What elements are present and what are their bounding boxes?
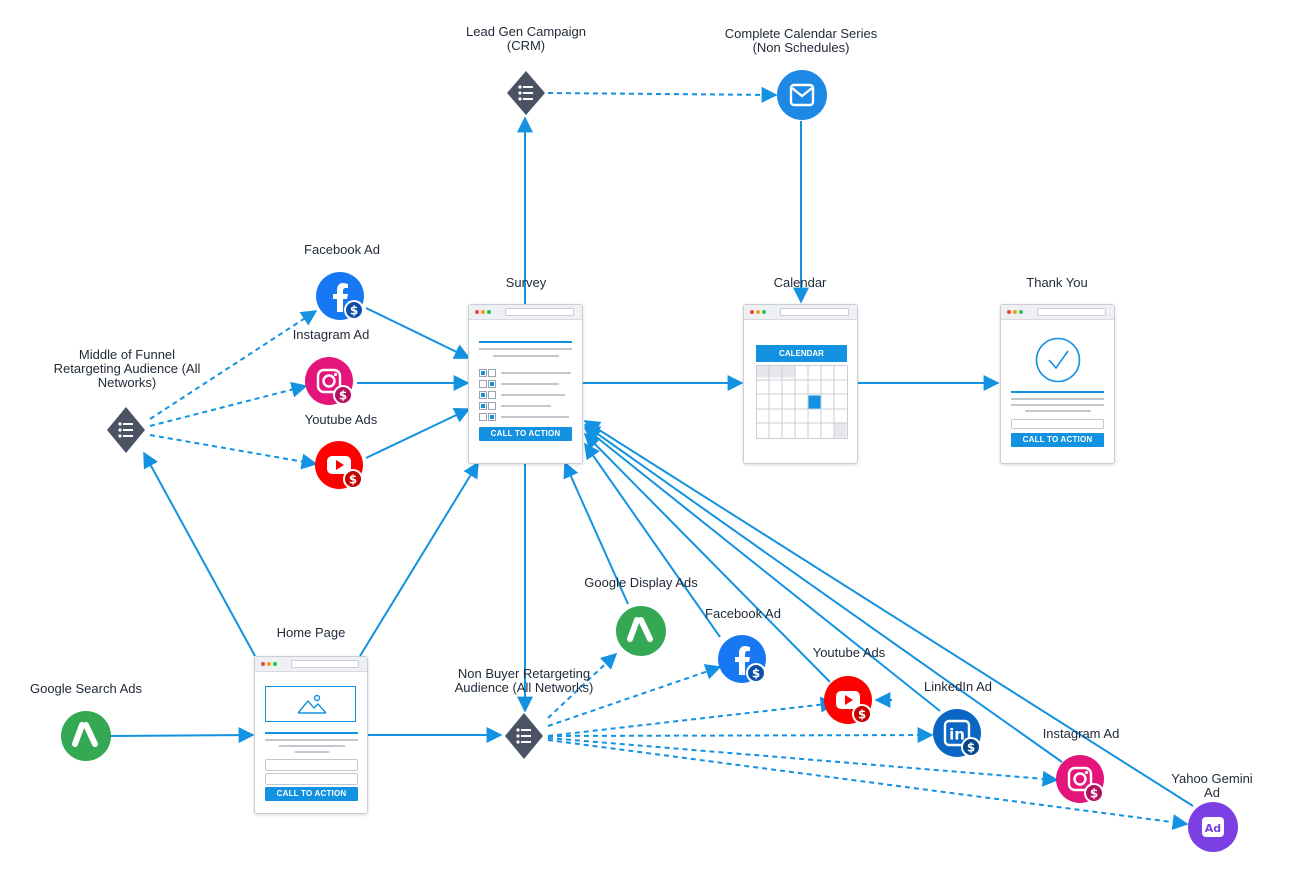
linkedin-icon[interactable]: in $ — [933, 709, 985, 761]
thank-you-input[interactable] — [1011, 419, 1104, 429]
youtube-ads-bottom-label: Youtube Ads — [812, 645, 886, 660]
home-input-2[interactable] — [265, 773, 358, 785]
connector-non-buyer-to-instagram-bottom — [547, 737, 1059, 787]
thank-you-label: Thank You — [1026, 275, 1088, 290]
facebook-icon-bottom[interactable]: $ — [718, 635, 770, 687]
google-ads-icon-search[interactable] — [61, 711, 111, 761]
youtube-ads-top-label: Youtube Ads — [304, 412, 378, 427]
facebook-ad-bottom-label: Facebook Ad — [705, 606, 781, 621]
youtube-icon-top[interactable]: $ — [315, 441, 367, 493]
instagram-icon-bottom[interactable]: $ — [1056, 755, 1108, 807]
svg-text:$: $ — [350, 304, 358, 318]
connector-instagram-bottom-to-survey — [583, 424, 1063, 763]
connector-leadgen-to-calendar-series — [547, 86, 778, 103]
svg-text:$: $ — [349, 473, 357, 487]
svg-text:Ad: Ad — [1205, 822, 1221, 835]
linkedin-ad-label: LinkedIn Ad — [924, 679, 992, 694]
connector-non-buyer-to-linkedin — [547, 727, 934, 744]
home-cta-button[interactable]: CALL TO ACTION — [265, 787, 358, 801]
survey-page[interactable]: CALL TO ACTION — [468, 304, 583, 464]
svg-text:$: $ — [858, 708, 866, 722]
svg-text:$: $ — [1090, 787, 1098, 801]
non-buyer-list-icon[interactable] — [505, 713, 543, 759]
connector-non-buyer-to-google-display — [547, 652, 618, 719]
instagram-ad-bottom-label: Instagram Ad — [1042, 726, 1120, 741]
thank-you-page[interactable]: CALL TO ACTION — [1000, 304, 1115, 464]
youtube-icon-bottom[interactable]: $ — [824, 676, 876, 728]
connector-facebook-top-to-survey — [365, 307, 471, 359]
google-display-label: Google Display Ads — [584, 575, 698, 590]
home-page-label: Home Page — [276, 625, 346, 640]
connectors — [110, 86, 1194, 831]
survey-checklist — [479, 369, 571, 421]
calendar-grid — [756, 365, 848, 439]
connector-google-search-to-home — [110, 727, 255, 744]
yahoo-gemini-label: Yahoo Gemini Ad — [1171, 771, 1253, 800]
home-input-1[interactable] — [265, 759, 358, 771]
image-icon — [297, 694, 327, 714]
connector-funnel-to-facebook-top — [149, 310, 318, 420]
middle-funnel-label: Middle of Funnel Retargeting Audience (A… — [53, 347, 201, 390]
browser-bar — [255, 657, 367, 672]
instagram-ad-top-label: Instagram Ad — [292, 327, 370, 342]
connector-linkedin-to-survey — [583, 427, 941, 712]
email-icon[interactable] — [777, 70, 827, 120]
home-page[interactable]: CALL TO ACTION — [254, 656, 368, 814]
svg-text:$: $ — [967, 741, 975, 755]
hero-image-placeholder — [265, 686, 356, 722]
connector-non-buyer-to-youtube-bottom — [547, 696, 837, 737]
connector-home-to-survey — [359, 461, 479, 657]
non-buyer-label: Non Buyer Retargeting Audience (All Netw… — [454, 666, 594, 695]
survey-cta-button[interactable]: CALL TO ACTION — [479, 427, 572, 441]
lead-gen-label: Lead Gen Campaign (CRM) — [466, 24, 586, 53]
connector-yahoo-to-survey — [583, 420, 1194, 807]
svg-text:in: in — [949, 726, 965, 744]
connector-facebook-bottom-to-survey — [584, 442, 721, 638]
svg-text:$: $ — [752, 667, 760, 681]
connector-non-buyer-to-facebook-bottom — [547, 664, 722, 727]
middle-funnel-list-icon[interactable] — [107, 407, 145, 453]
survey-label: Survey — [505, 275, 547, 290]
thank-you-cta-button[interactable]: CALL TO ACTION — [1011, 433, 1104, 447]
connector-funnel-to-instagram-top — [149, 381, 308, 427]
browser-bar — [1001, 305, 1114, 320]
google-ads-icon-display[interactable] — [616, 606, 666, 656]
connector-funnel-to-youtube-top — [149, 434, 318, 470]
facebook-icon-top[interactable]: $ — [316, 272, 368, 324]
svg-text:$: $ — [339, 389, 347, 403]
connector-youtube-bottom-to-survey — [583, 432, 831, 683]
checkmark-icon — [1035, 337, 1081, 383]
connector-google-display-to-survey — [563, 461, 629, 605]
calendar-label: Calendar — [773, 275, 827, 290]
instagram-icon-top[interactable]: $ — [305, 357, 357, 409]
calendar-header: CALENDAR — [756, 345, 847, 362]
browser-bar — [469, 305, 582, 320]
facebook-ad-top-label: Facebook Ad — [304, 242, 380, 257]
browser-bar — [744, 305, 857, 320]
calendar-page[interactable]: CALENDAR — [743, 304, 858, 464]
connector-youtube-top-to-survey — [365, 407, 471, 459]
google-search-label: Google Search Ads — [29, 681, 143, 696]
connector-home-to-middle-funnel — [143, 451, 256, 657]
lead-gen-list-icon[interactable] — [507, 71, 545, 115]
yahoo-gemini-ad-icon[interactable]: Ad — [1188, 802, 1238, 852]
calendar-series-label: Complete Calendar Series (Non Schedules) — [724, 26, 878, 55]
